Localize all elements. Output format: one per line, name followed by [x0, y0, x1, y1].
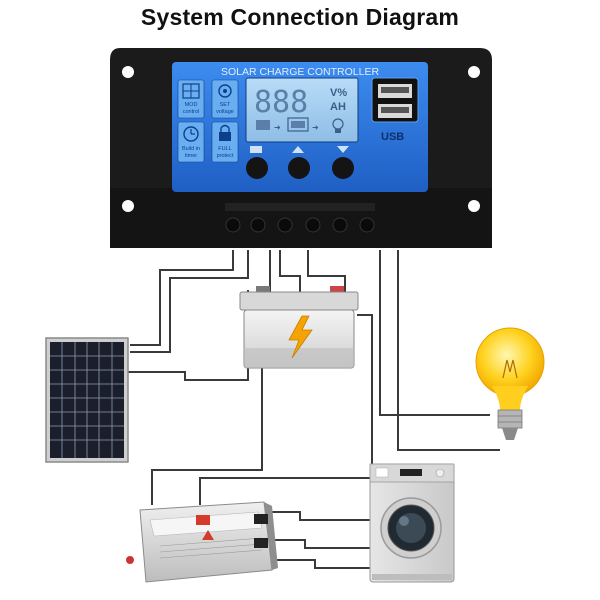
terminal-block	[225, 203, 375, 233]
inverter-terminal	[126, 556, 134, 564]
wire-solar-negative	[128, 290, 249, 381]
clock-icon	[183, 126, 199, 142]
lcd-arrow-icon: ➜	[274, 123, 281, 132]
protect-tile	[211, 121, 239, 163]
up-knob[interactable]	[288, 157, 310, 179]
wire-inverter-negative	[151, 368, 263, 505]
terminal-screw	[359, 217, 375, 233]
menu-knob[interactable]	[246, 157, 268, 179]
timer-label-2: timer	[185, 153, 197, 159]
lock-icon	[219, 132, 231, 141]
diagram-title: System Connection Diagram	[140, 4, 460, 30]
washing-machine	[369, 463, 455, 583]
protect-label-2: protect	[217, 153, 234, 159]
mount-hole	[468, 66, 480, 78]
wire-battery-negative	[307, 250, 346, 295]
side-icon-grid: MOD control SET voltage Build in timer F…	[177, 79, 239, 163]
terminal-screw	[305, 217, 321, 233]
wire-load-negative	[397, 250, 500, 451]
lightning-bolt-icon	[288, 315, 313, 359]
down-icon	[337, 146, 349, 153]
lcd-unit-bottom: AH	[330, 101, 346, 113]
wire-solar-positive	[130, 250, 234, 346]
battery	[239, 286, 359, 369]
up-icon	[292, 146, 304, 153]
mount-hole	[122, 66, 134, 78]
menu-icon	[250, 146, 262, 153]
mount-hole	[122, 200, 134, 212]
lcd-digits: 888	[254, 85, 308, 120]
wires	[128, 250, 500, 569]
mod-control-tile	[177, 79, 205, 119]
warning-icon	[202, 530, 214, 540]
lcd-unit-top: V%	[330, 87, 347, 99]
controller-header: SOLAR CHARGE CONTROLLER	[221, 66, 380, 78]
usb-label: USB	[381, 131, 404, 143]
usb-port: USB	[371, 77, 419, 143]
wire-load-positive	[379, 250, 490, 416]
lcd-panel-icon	[256, 120, 270, 130]
set-label-2: voltage	[216, 109, 234, 115]
set-label-1: SET	[220, 102, 231, 108]
terminal-screw	[332, 217, 348, 233]
inverter	[126, 501, 278, 583]
mod-label-2: control	[183, 109, 200, 115]
down-knob[interactable]	[332, 157, 354, 179]
charge-controller: SOLAR CHARGE CONTROLLER MOD control SET …	[110, 48, 492, 248]
inverter-badge	[196, 515, 210, 525]
control-knobs	[246, 146, 354, 179]
lcd-arrow-icon: ➜	[312, 123, 319, 132]
light-bulb	[475, 327, 545, 440]
mod-label-1: MOD	[185, 102, 198, 108]
gear-icon	[218, 84, 232, 98]
mount-hole	[468, 200, 480, 212]
terminal-screw	[225, 217, 241, 233]
terminal-screw	[277, 217, 293, 233]
lcd-display: 888 V% AH ➜ ➜	[245, 77, 359, 143]
lcd-battery-icon	[287, 117, 309, 132]
timer-label-1: Build in	[182, 146, 200, 152]
solar-panel	[45, 337, 129, 463]
terminal-screw	[250, 217, 266, 233]
protect-label-1: FULL	[218, 146, 231, 152]
